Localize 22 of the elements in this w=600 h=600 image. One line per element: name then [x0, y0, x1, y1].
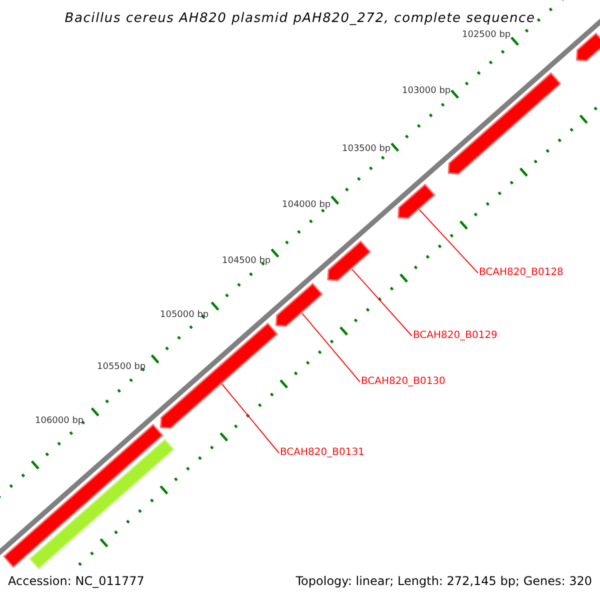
- position-label: 105500 bp: [97, 363, 146, 372]
- gene-label: BCAH820_B0129: [413, 331, 498, 341]
- gene-label: BCAH820_B0130: [361, 377, 446, 387]
- leader-line: [418, 209, 478, 274]
- leader-line: [351, 268, 412, 336]
- gene-feature: [275, 282, 324, 327]
- position-label: 106000 bp: [35, 417, 84, 426]
- position-label: 103000 bp: [402, 87, 451, 96]
- gene-feature: [160, 322, 278, 429]
- position-label: 103500 bp: [342, 145, 391, 154]
- summary-text: Topology: linear; Length: 272,145 bp; Genes: 320: [296, 575, 592, 587]
- leader-line: [302, 312, 360, 382]
- gene-label: BCAH820_B0128: [479, 268, 564, 278]
- gene-feature: [398, 183, 436, 219]
- gene-feature: [2, 424, 164, 568]
- gene-label: BCAH820_B0131: [280, 448, 364, 458]
- title: Bacillus cereus AH820 plasmid pAH820_272, complete sequence: [64, 12, 536, 25]
- leader-line: [221, 384, 280, 454]
- accession-text: Accession: NC_011777: [7, 573, 146, 589]
- gene-feature: [327, 240, 372, 282]
- gene-feature: [28, 438, 175, 570]
- gene-feature: [576, 32, 600, 62]
